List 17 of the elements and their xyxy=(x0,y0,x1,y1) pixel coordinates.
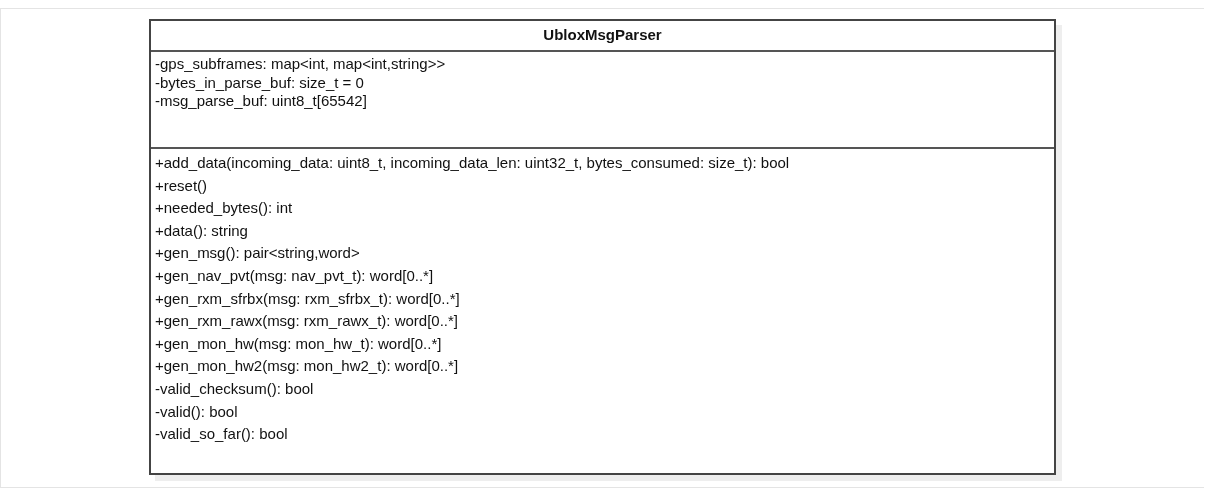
operation-text: +needed_bytes(): int xyxy=(155,198,293,219)
operation-text: +add_data(incoming_data: uint8_t, incoming_data_len: uint32_t, bytes_consumed: size_t): bool xyxy=(155,153,790,173)
operation-text: +gen_nav_pvt(msg: nav_pvt_t): word[0..*] xyxy=(155,265,434,286)
operation-text: +reset() xyxy=(155,175,208,196)
operation-text: +gen_msg(): pair<string,word> xyxy=(155,243,360,264)
operation-text: +data(): string xyxy=(155,220,248,241)
operation-text: -valid_so_far(): bool xyxy=(155,424,288,445)
operation-text: +gen_rxm_rawx(msg: rxm_rawx_t): word[0..*] xyxy=(155,311,458,332)
attribute-text: -gps_subframes: map<int, map<int,string>> xyxy=(155,55,446,74)
operation-text: +gen_rxm_sfrbx(msg: rxm_sfrbx_t): word[0..*] xyxy=(155,288,460,309)
attribute-text: -bytes_in_parse_buf: size_t = 0 xyxy=(155,73,364,92)
operation-text: -valid_checksum(): bool xyxy=(155,378,314,399)
class-name: UbloxMsgParser xyxy=(543,26,662,43)
attribute-text: -msg_parse_buf: uint8_t[65542] xyxy=(155,92,367,111)
operation-text: -valid(): bool xyxy=(155,401,238,422)
operation-text: +gen_mon_hw(msg: mon_hw_t): word[0..*] xyxy=(155,333,442,354)
operation-text: +gen_mon_hw2(msg: mon_hw2_t): word[0..*] xyxy=(155,356,459,377)
